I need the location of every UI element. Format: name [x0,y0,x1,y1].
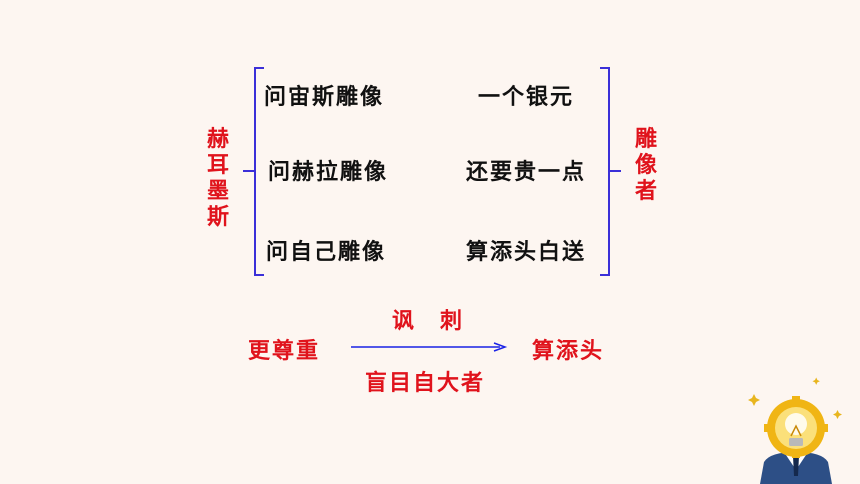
sparkle-icon [748,394,760,406]
sparkle-icon [833,410,842,419]
below-arrow-label: 盲目自大者 [365,370,486,396]
right-label-char: 像 [634,152,657,178]
left-label-char: 耳 [206,152,229,178]
left-vertical-label: 赫 耳 墨 斯 [205,126,231,230]
row-2-action: 问赫拉雕像 [268,159,389,185]
left-label-char: 墨 [206,178,229,204]
row-2-result: 还要贵一点 [466,159,587,185]
above-arrow-label: 讽 刺 [392,308,465,334]
right-vertical-label: 雕 像 者 [633,126,659,204]
row-1-result: 一个银元 [478,84,575,110]
left-label-char: 斯 [206,204,229,230]
lightbulb-head-figure-icon [760,396,832,484]
right-bracket [600,67,621,276]
left-bracket [243,67,264,276]
row-3-action: 问自己雕像 [266,239,387,265]
left-label-char: 赫 [206,126,229,152]
sparkle-icon [812,377,820,385]
row-1-action: 问宙斯雕像 [264,84,385,110]
arrow-head [493,342,508,352]
right-label-char: 者 [634,178,657,204]
bottom-start-label: 更尊重 [248,338,321,364]
row-3-result: 算添头白送 [466,239,587,265]
right-label-char: 雕 [634,126,657,152]
bottom-end-label: 算添头 [532,338,605,364]
